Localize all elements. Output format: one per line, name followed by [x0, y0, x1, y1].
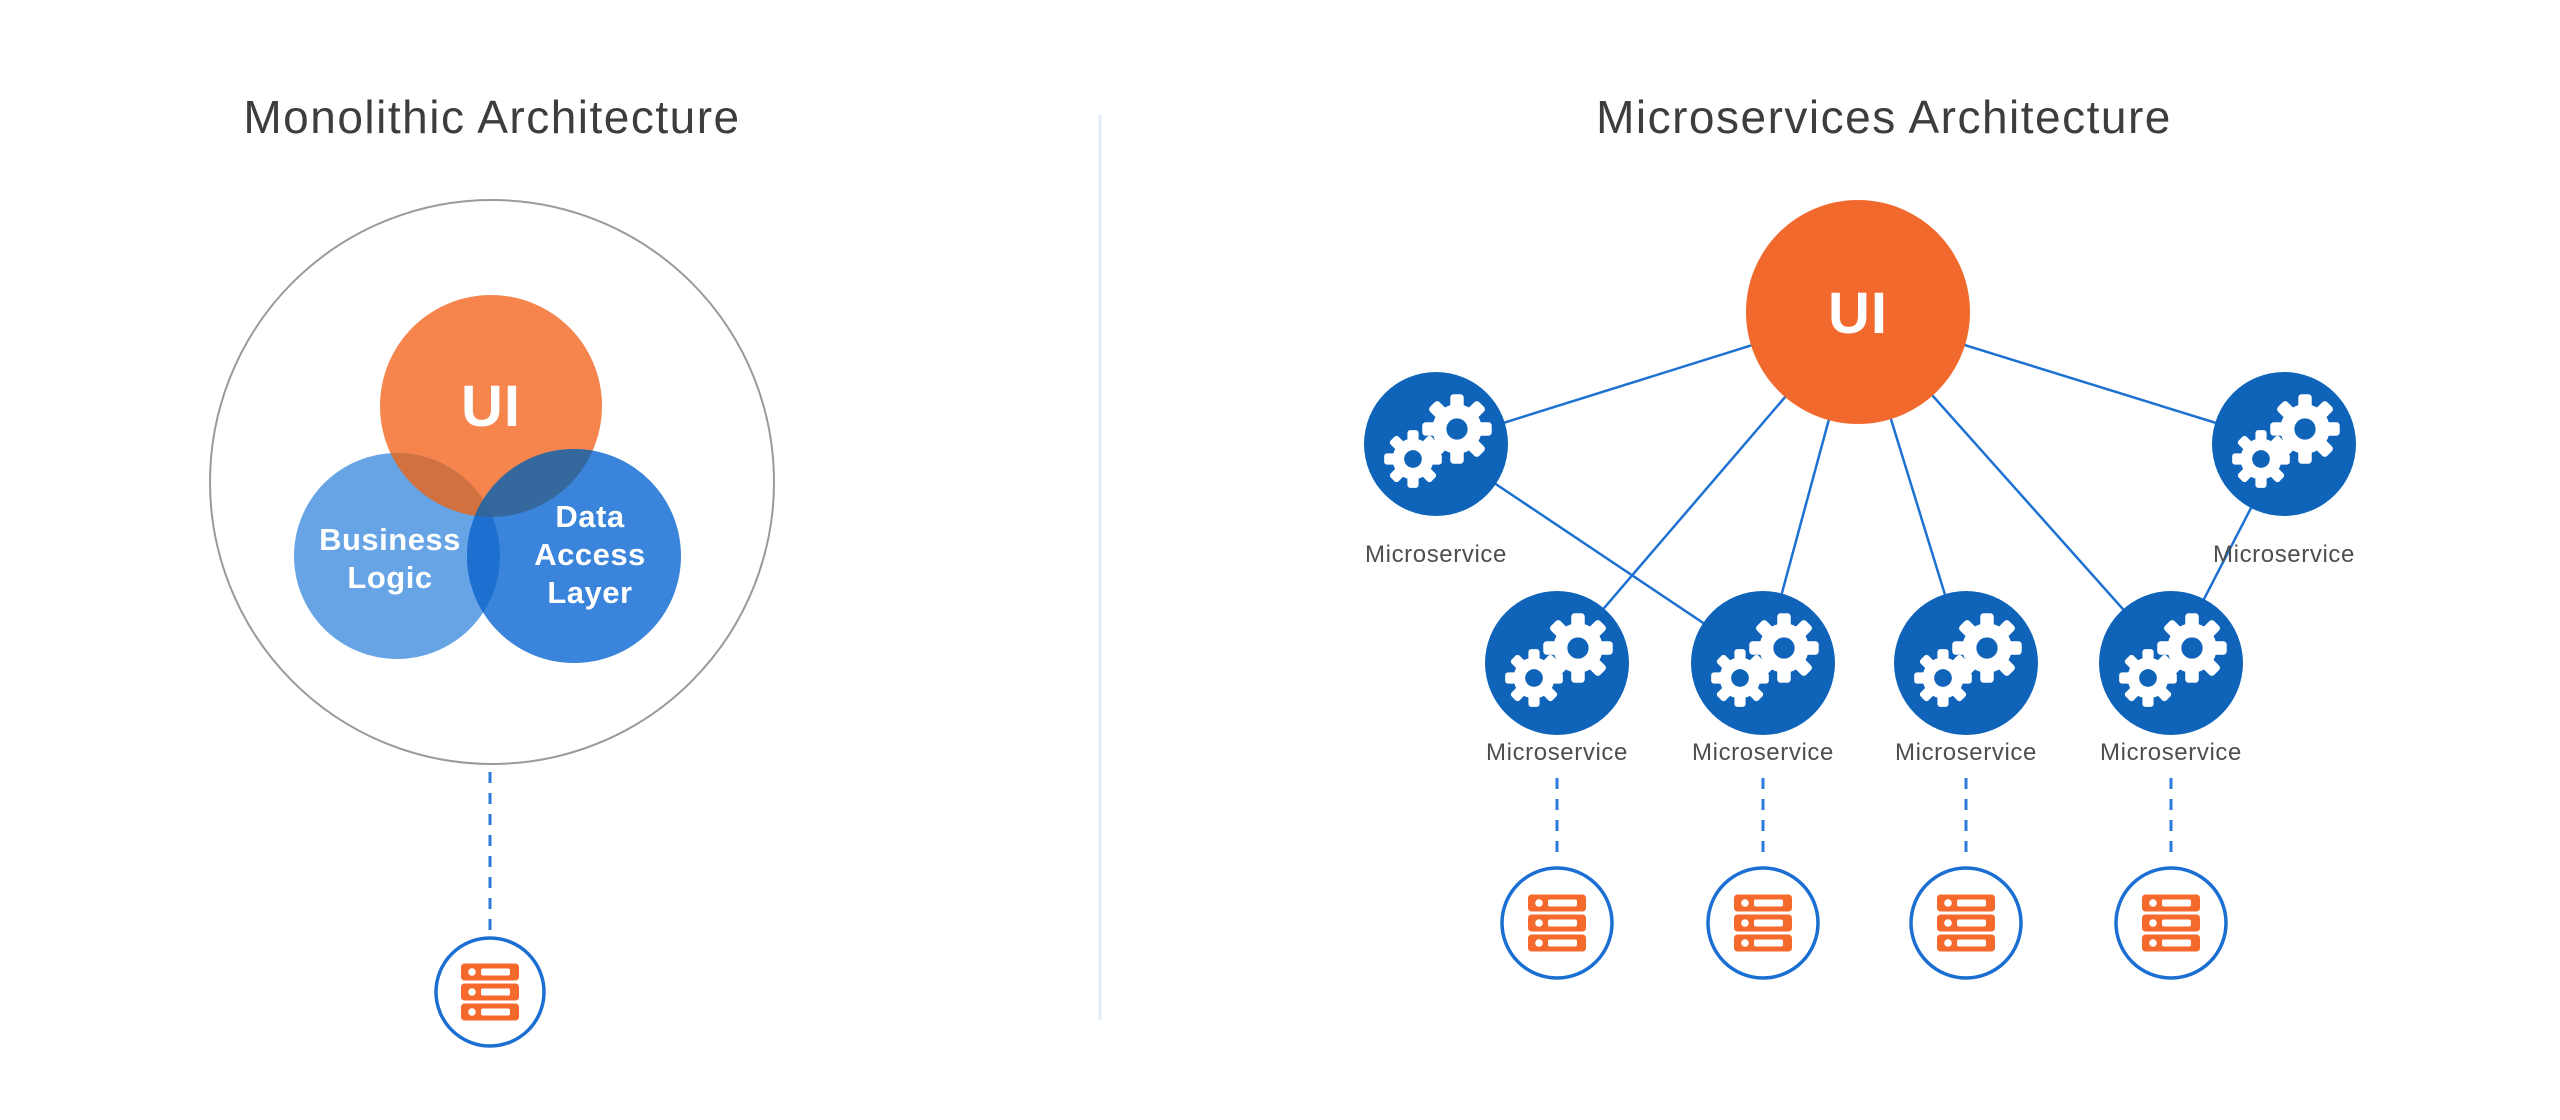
microservice-label: Microservice — [2213, 541, 2355, 568]
database-node — [1909, 866, 2023, 980]
microservice-label: Microservice — [1692, 739, 1834, 766]
business-logic-label-line1: Business — [319, 522, 461, 557]
ui-hub: UI — [1746, 200, 1970, 424]
database-node — [1706, 866, 1820, 980]
microservice-label: Microservice — [1486, 739, 1628, 766]
microservice-node: Microservice — [1485, 591, 1629, 766]
gear-icon — [1543, 613, 1613, 683]
monolithic-panel: Monolithic Architecture — [209, 91, 775, 1048]
database-node — [1500, 866, 1614, 980]
ui-circle — [1746, 200, 1970, 424]
server-stack-icon — [461, 963, 519, 1021]
monolithic-title: Monolithic Architecture — [243, 91, 740, 143]
microservice-node: Microservice — [2099, 591, 2243, 766]
ui-circle-label: UI — [1828, 281, 1888, 346]
gear-icon — [2232, 430, 2290, 488]
microservice-node: Microservice — [1691, 591, 1835, 766]
monolith-venn: UI Business Logic Data Access Layer — [294, 295, 681, 663]
microservice-label: Microservice — [2100, 739, 2242, 766]
microservice-label: Microservice — [1365, 541, 1507, 568]
venn-overlap-ui-data — [467, 449, 602, 517]
ui-circle-label: UI — [461, 374, 521, 439]
gear-icon — [2157, 613, 2227, 683]
microservice-node: Microservice — [1364, 372, 1508, 568]
microservices-panel: Microservices Architecture UI Microservi… — [1364, 91, 2356, 980]
gear-icon — [1914, 649, 1972, 707]
gear-icon — [2270, 394, 2340, 464]
gear-icon — [1384, 430, 1442, 488]
database-node — [2114, 866, 2228, 980]
server-stack-icon — [1734, 894, 1792, 952]
monolith-database — [434, 936, 546, 1048]
data-access-label-line2: Access — [534, 537, 646, 572]
data-access-label-line1: Data — [555, 499, 624, 534]
venn-overlap-ui-business — [380, 453, 500, 517]
gear-icon — [1711, 649, 1769, 707]
gear-icon — [1505, 649, 1563, 707]
microservices-title: Microservices Architecture — [1596, 91, 2172, 143]
server-stack-icon — [1528, 894, 1586, 952]
gear-icon — [1422, 394, 1492, 464]
microservice-node: Microservice — [1894, 591, 2038, 766]
gear-icon — [1952, 613, 2022, 683]
server-stack-icon — [2142, 894, 2200, 952]
server-stack-icon — [1937, 894, 1995, 952]
gear-icon — [2119, 649, 2177, 707]
microservice-node: Microservice — [2212, 372, 2356, 568]
microservice-label: Microservice — [1895, 739, 2037, 766]
database-links — [1555, 778, 2173, 860]
microservice-databases — [1500, 866, 2228, 980]
gear-icon — [1749, 613, 1819, 683]
business-logic-label-line2: Logic — [347, 560, 432, 595]
data-access-label-line3: Layer — [547, 575, 632, 610]
